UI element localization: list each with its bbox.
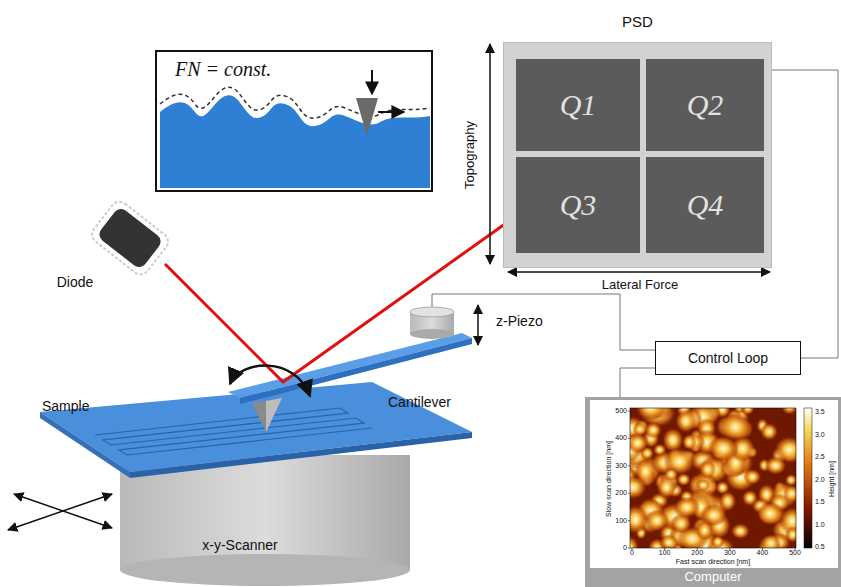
- inset-formula: FN = const.: [175, 58, 271, 81]
- colorbar-tick: 3.5: [815, 408, 825, 416]
- inset-terrain: [160, 70, 430, 188]
- colorbar-tick: 3.0: [815, 431, 825, 439]
- psd-quadrant: Q1: [516, 59, 640, 151]
- z-piezo: [410, 305, 478, 345]
- computer-text: Computer: [684, 569, 741, 584]
- piezo-wire: [432, 294, 655, 350]
- part-label: z-Piezo: [496, 314, 543, 329]
- axis-title: Fast scan direction [nm]: [676, 558, 750, 566]
- cantilever-beam: [228, 333, 472, 432]
- tick-label: 500: [615, 407, 627, 415]
- colorbar-tick: 2.0: [815, 476, 825, 484]
- axis-title: Slow scan direction [nm]: [605, 441, 613, 517]
- tick-label: 200: [691, 549, 703, 557]
- psd-quadrant: Q4: [646, 157, 764, 253]
- quadrant-label: Q4: [687, 188, 724, 222]
- colorbar-tick: 2.5: [815, 453, 825, 461]
- xy-arrows: [8, 494, 112, 530]
- tick-label: 100: [659, 549, 671, 557]
- colorbar-tick: 0.5: [815, 543, 825, 551]
- control-loop-text: Control Loop: [688, 350, 768, 366]
- tick-label: 500: [789, 549, 801, 557]
- axis-label: Lateral Force: [602, 278, 679, 292]
- signal-wire: [772, 70, 838, 358]
- tick-label: 0: [623, 544, 627, 552]
- quadrant-label: Q1: [560, 88, 597, 122]
- tick-label: 200: [615, 489, 627, 497]
- colorbar-title: Height [nm]: [828, 461, 836, 497]
- psd-detector: PSDQ1Q2Q3Q4: [503, 42, 772, 268]
- tick-label: 300: [724, 549, 736, 557]
- quadrant-label: Q2: [687, 88, 724, 122]
- axis-label: Topography: [463, 121, 477, 189]
- part-label: Sample: [42, 399, 89, 414]
- tick-label: 100: [615, 517, 627, 525]
- tick-label: 0: [630, 549, 634, 557]
- part-label: Cantilever: [388, 395, 451, 410]
- colorbar-tick: 1.5: [815, 498, 825, 506]
- psd-axes: [490, 44, 770, 272]
- control-loop-box: Control Loop: [655, 341, 801, 375]
- quadrant-label: Q3: [560, 188, 597, 222]
- xy-scanner: [120, 455, 410, 586]
- tick-label: 400: [757, 549, 769, 557]
- psd-title: PSD: [622, 13, 653, 30]
- tick-label: 300: [615, 462, 627, 470]
- part-label: Diode: [57, 275, 94, 290]
- colorbar-tick: 1.0: [815, 521, 825, 529]
- laser-diode: [88, 198, 171, 278]
- signal-wire: [620, 368, 655, 397]
- part-label: x-y-Scanner: [202, 538, 277, 553]
- psd-quadrant: Q2: [646, 59, 764, 151]
- psd-quadrant: Q3: [516, 157, 640, 253]
- torsion-arrow: [230, 366, 310, 396]
- tick-label: 400: [615, 435, 627, 443]
- constant-force-inset: FN = const.: [155, 50, 433, 192]
